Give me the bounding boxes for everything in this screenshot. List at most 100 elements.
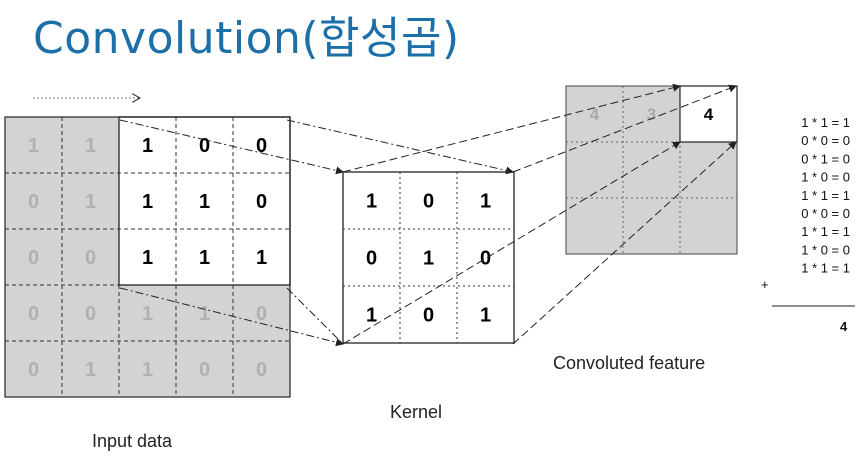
input-cell-bg	[176, 229, 233, 285]
connector-input-kernel-tr	[286, 119, 514, 175]
input-cell-value: 0	[28, 359, 39, 381]
kernel-grid: 1 0 1 0 1 0 1 0 1	[342, 171, 515, 344]
feature-cell-bg	[623, 142, 680, 198]
input-cell-bg	[62, 173, 119, 229]
input-cell-value: 1	[199, 191, 210, 213]
kernel-cell-value: 1	[423, 248, 434, 270]
kernel-cell-value: 0	[366, 248, 377, 270]
input-cell-bg	[119, 173, 176, 229]
calculation-line: 1 * 1 = 1	[801, 115, 850, 130]
input-cell-value: 1	[28, 135, 39, 157]
connector-input-kernel-top	[119, 119, 344, 175]
input-cell-bg	[233, 173, 290, 229]
feature-grid-border	[565, 85, 738, 255]
input-cell-bg	[176, 285, 233, 341]
connector-lines	[119, 83, 737, 347]
input-cell-bg	[176, 341, 233, 397]
input-cell-value: 1	[142, 191, 153, 213]
input-cell-value: 1	[85, 135, 96, 157]
feature-cell-value: 4	[590, 105, 600, 124]
feature-cell-bg	[566, 86, 623, 142]
feature-cell-bg	[566, 142, 623, 198]
input-cell-value: 0	[256, 359, 267, 381]
kernel-cell-value: 0	[423, 305, 434, 327]
input-cell-bg	[176, 173, 233, 229]
input-cell-bg	[233, 229, 290, 285]
kernel-cell-value: 1	[480, 305, 491, 327]
input-cell-bg	[62, 229, 119, 285]
input-window-outline	[118, 116, 291, 286]
slide-title: Convolution(합성곱)	[33, 13, 460, 64]
input-data-label: Input data	[92, 431, 173, 451]
input-cell-bg	[5, 173, 62, 229]
feature-label: Convoluted feature	[553, 353, 705, 373]
feature-cell-bg	[680, 86, 737, 142]
feature-cell-bg	[680, 198, 737, 254]
calculation-line: 0 * 1 = 0	[801, 151, 850, 166]
input-cell-value: 0	[199, 359, 210, 381]
input-cell-bg	[5, 229, 62, 285]
calculation-line: 1 * 1 = 1	[801, 261, 850, 276]
input-cell-bg	[233, 117, 290, 173]
feature-active-cell-outline	[679, 85, 738, 143]
plus-sign: +	[761, 277, 769, 292]
input-cell-value: 0	[256, 303, 267, 325]
input-cell-value: 0	[256, 135, 267, 157]
input-cell-value: 1	[142, 247, 153, 269]
input-cell-bg	[5, 117, 62, 173]
connector-kernel-feature-3	[512, 141, 737, 345]
input-cell-value: 1	[142, 359, 153, 381]
calculation-line: 0 * 0 = 0	[801, 133, 850, 148]
input-cell-value: 0	[28, 247, 39, 269]
calculation-line: 1 * 0 = 0	[801, 242, 850, 257]
input-cell-value: 1	[85, 191, 96, 213]
kernel-cell-value: 1	[480, 191, 491, 213]
calculation-line: 1 * 1 = 1	[801, 188, 850, 203]
connector-kernel-feature-4	[342, 141, 681, 345]
input-cell-bg	[62, 285, 119, 341]
feature-cell-bg	[680, 142, 737, 198]
input-cell-value: 0	[85, 247, 96, 269]
input-cell-bg	[5, 341, 62, 397]
input-cell-value: 1	[142, 135, 153, 157]
connector-kernel-feature-1	[342, 83, 681, 173]
input-cell-bg	[5, 285, 62, 341]
input-cell-value: 1	[256, 247, 267, 269]
input-cell-value: 1	[85, 359, 96, 381]
calculation-line: 1 * 0 = 0	[801, 170, 850, 185]
feature-cell-value: 4	[704, 105, 714, 124]
input-cell-bg	[176, 117, 233, 173]
input-cell-value: 0	[199, 135, 210, 157]
input-cell-value: 1	[142, 303, 153, 325]
connector-kernel-feature-2	[512, 84, 737, 173]
feature-cell-bg	[623, 198, 680, 254]
input-cell-value: 0	[28, 191, 39, 213]
input-cell-value: 1	[199, 303, 210, 325]
input-cell-value: 1	[199, 247, 210, 269]
kernel-cell-value: 1	[366, 191, 377, 213]
input-cell-value: 0	[28, 303, 39, 325]
input-cell-bg	[62, 341, 119, 397]
connector-input-kernel-bottom	[286, 287, 344, 345]
input-cell-bg	[119, 229, 176, 285]
kernel-grid-border	[342, 171, 515, 344]
kernel-label: Kernel	[390, 402, 442, 422]
input-cell-bg	[119, 285, 176, 341]
input-cell-value: 0	[256, 191, 267, 213]
feature-cell-bg	[566, 198, 623, 254]
input-cell-bg	[62, 117, 119, 173]
input-cell-bg	[233, 285, 290, 341]
convoluted-feature-grid: 4 3 4	[565, 85, 738, 255]
kernel-cell-value: 0	[423, 191, 434, 213]
calculation-line: 0 * 0 = 0	[801, 206, 850, 221]
kernel-cell-value: 1	[366, 305, 377, 327]
kernel-cell-value: 0	[480, 248, 491, 270]
calculation-column: 1 * 1 = 1 0 * 0 = 0 0 * 1 = 0 1 * 0 = 0 1 * …	[801, 115, 850, 276]
feature-cell-value: 3	[647, 105, 656, 124]
connector-input-kernel-tl	[119, 287, 344, 347]
input-cell-bg	[119, 341, 176, 397]
sum-total: 4	[840, 319, 848, 334]
